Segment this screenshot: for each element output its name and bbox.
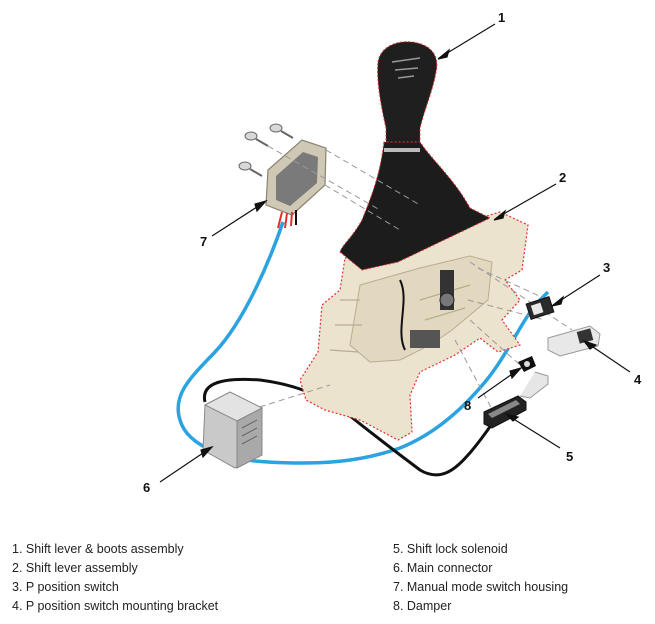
legend-left-column: 1. Shift lever & boots assembly 2. Shift… bbox=[12, 540, 218, 616]
knob-pattern bbox=[391, 57, 421, 79]
legend-right-column: 5. Shift lock solenoid 6. Main connector… bbox=[393, 540, 568, 616]
shift-boot bbox=[339, 141, 492, 271]
internal-solenoid bbox=[410, 330, 440, 348]
housing-face bbox=[276, 152, 318, 206]
internal-wire bbox=[399, 279, 406, 351]
legend-item-1: 1. Shift lever & boots assembly bbox=[12, 542, 184, 556]
black-wire bbox=[203, 377, 494, 477]
legend-item-7: 7. Manual mode switch housing bbox=[393, 580, 569, 594]
callout-1: 1 bbox=[498, 10, 505, 25]
callout-3: 3 bbox=[603, 260, 610, 275]
legend-item-6: 6. Main connector bbox=[393, 561, 493, 575]
shift-lock-solenoid bbox=[483, 371, 549, 429]
gear-knob-icon bbox=[377, 41, 438, 143]
blue-wire bbox=[176, 221, 550, 465]
main-connector bbox=[202, 391, 264, 469]
screw-icon bbox=[244, 131, 269, 147]
base-ribs bbox=[329, 284, 471, 353]
legend-item-4: 4. P position switch mounting bracket bbox=[12, 599, 219, 613]
screw-icon bbox=[269, 123, 294, 139]
callout-5: 5 bbox=[566, 449, 573, 464]
pivot bbox=[439, 292, 455, 308]
exploded-diagram: 1 2 3 4 5 6 7 8 bbox=[143, 10, 642, 495]
callout-2: 2 bbox=[559, 170, 566, 185]
leader-lines bbox=[159, 23, 631, 483]
legend-item-8: 8. Damper bbox=[393, 599, 452, 613]
base-inner-frame bbox=[349, 255, 493, 363]
callout-6: 6 bbox=[143, 480, 150, 495]
damper bbox=[518, 356, 536, 372]
switch-face bbox=[530, 302, 544, 316]
legend-item-2: 2. Shift lever assembly bbox=[12, 561, 138, 575]
callout-4: 4 bbox=[634, 372, 642, 387]
p-switch-bracket bbox=[547, 325, 601, 357]
wire-harness-icon bbox=[277, 211, 293, 229]
callout-8: 8 bbox=[464, 398, 471, 413]
legend-item-3: 3. P position switch bbox=[12, 580, 119, 594]
alignment-lines bbox=[249, 145, 573, 416]
legend-item-5: 5. Shift lock solenoid bbox=[393, 542, 508, 556]
callout-7: 7 bbox=[200, 234, 207, 249]
screw-icon bbox=[238, 161, 263, 177]
